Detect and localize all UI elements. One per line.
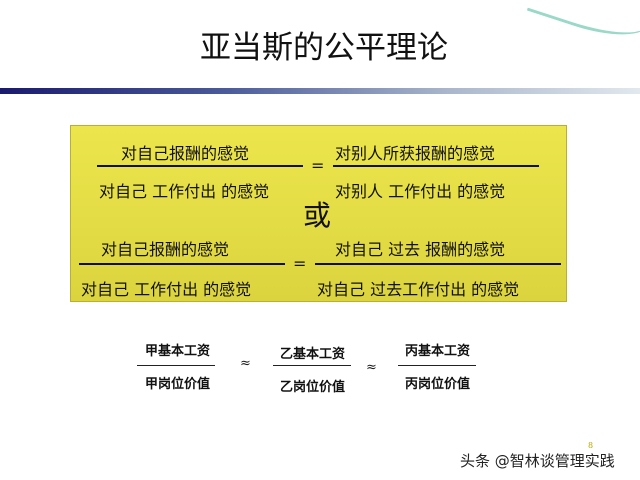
ratio-c-line [398, 365, 476, 366]
ratio-a-denominator: 甲岗位价值 [145, 377, 211, 392]
ratio-c-denominator: 丙岗位价值 [405, 377, 471, 392]
fraction-1-denominator: 对自己 工作付出 的感觉 [99, 182, 270, 201]
fraction-2-line [333, 165, 539, 167]
fraction-3-denominator: 对自己 工作付出 的感觉 [81, 280, 252, 299]
watermark: 头条 @智林谈管理实践 [460, 452, 615, 470]
ratio-c-numerator: 丙基本工资 [405, 344, 471, 359]
title-divider-bar [0, 88, 640, 94]
fraction-4-numerator: 对自己 过去 报酬的感觉 [335, 240, 506, 259]
ratio-b-line [273, 365, 351, 366]
equity-formula-box: 对自己报酬的感觉 对自己 工作付出 的感觉 = 对别人所获报酬的感觉 对别人 工… [70, 125, 567, 302]
fraction-4-denominator: 对自己 过去工作付出 的感觉 [317, 280, 520, 299]
fraction-2-numerator: 对别人所获报酬的感觉 [335, 144, 496, 163]
approx-sign-2: ≈ [366, 360, 377, 375]
approx-sign-1: ≈ [240, 356, 251, 371]
fraction-1-numerator: 对自己报酬的感觉 [121, 144, 250, 163]
fraction-3-numerator: 对自己报酬的感觉 [101, 240, 230, 259]
slide-title: 亚当斯的公平理论 [200, 30, 448, 66]
fraction-4-line [315, 263, 561, 265]
ratio-a-numerator: 甲基本工资 [145, 344, 211, 359]
fraction-1-line [97, 165, 303, 167]
ratio-b-numerator: 乙基本工资 [280, 347, 346, 362]
fraction-2-denominator: 对别人 工作付出 的感觉 [335, 182, 506, 201]
equals-sign-2: = [293, 254, 307, 273]
ratio-b-denominator: 乙岗位价值 [280, 380, 346, 395]
or-label: 或 [303, 199, 332, 232]
ratio-a-line [137, 365, 215, 366]
page-number: 8 [588, 441, 594, 450]
fraction-3-line [79, 263, 285, 265]
equals-sign-1: = [311, 156, 325, 175]
